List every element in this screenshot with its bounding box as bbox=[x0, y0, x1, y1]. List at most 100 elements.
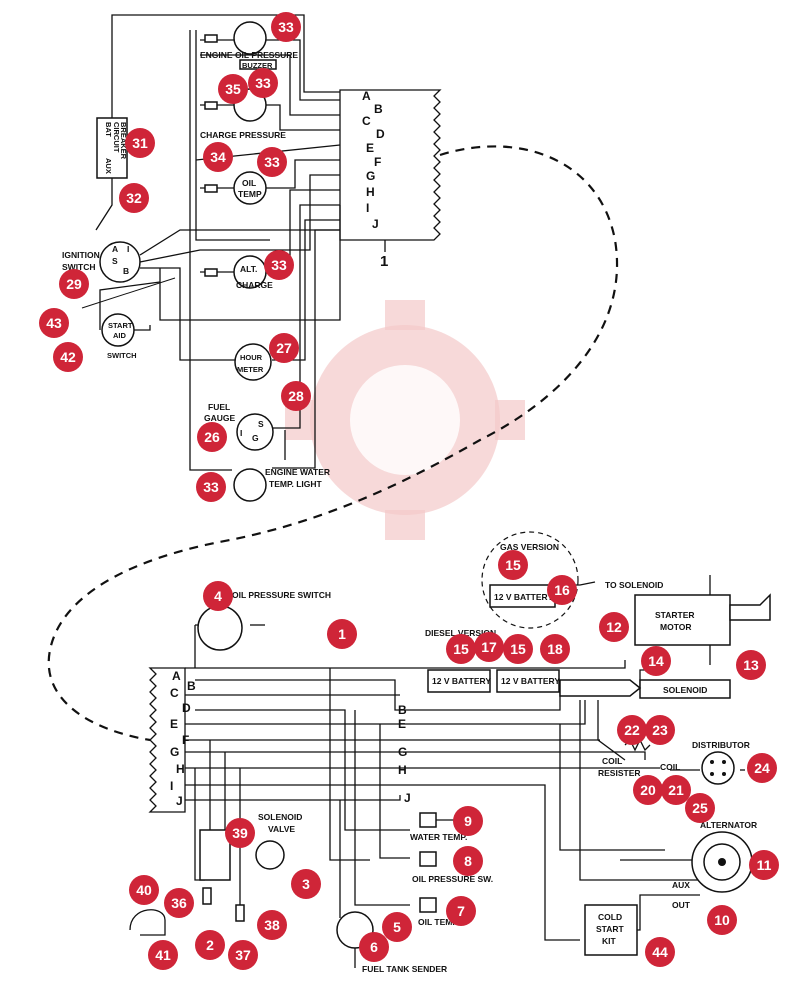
svg-text:4: 4 bbox=[214, 588, 222, 604]
svg-text:12: 12 bbox=[606, 619, 622, 635]
callout-12: 12 bbox=[599, 612, 629, 642]
svg-text:SWITCH: SWITCH bbox=[107, 351, 137, 360]
svg-text:ENGINE OIL PRESSURE: ENGINE OIL PRESSURE bbox=[200, 50, 298, 60]
svg-text:32: 32 bbox=[126, 190, 142, 206]
callout-33: 33 bbox=[248, 68, 278, 98]
callout-10: 10 bbox=[707, 905, 737, 935]
svg-text:33: 33 bbox=[278, 19, 294, 35]
battery-circuit-breaker: BAT CIRCUIT BREAKER AUX bbox=[96, 117, 128, 179]
svg-text:OIL: OIL bbox=[242, 178, 256, 188]
engine-oil-pressure-light: ENGINE OIL PRESSURE BUZZER bbox=[200, 21, 298, 70]
svg-text:BAT: BAT bbox=[104, 122, 113, 137]
terminal-right-j: J bbox=[404, 791, 411, 805]
svg-text:METER: METER bbox=[237, 365, 264, 374]
svg-text:OIL PRESSURE SWITCH: OIL PRESSURE SWITCH bbox=[232, 590, 331, 600]
svg-text:39: 39 bbox=[232, 825, 248, 841]
callout-4: 4 bbox=[203, 581, 233, 611]
callout-42: 42 bbox=[53, 342, 83, 372]
svg-text:START: START bbox=[108, 321, 133, 330]
callout-44: 44 bbox=[645, 937, 675, 967]
callout-41: 41 bbox=[148, 940, 178, 970]
callout-11: 11 bbox=[749, 850, 779, 880]
terminal-right-h: H bbox=[398, 763, 407, 777]
svg-text:12 V BATTERY: 12 V BATTERY bbox=[501, 676, 560, 686]
svg-text:16: 16 bbox=[554, 582, 570, 598]
watermark-logo bbox=[285, 300, 525, 540]
callout-33: 33 bbox=[196, 472, 226, 502]
callout-8: 8 bbox=[453, 846, 483, 876]
svg-text:GAUGE: GAUGE bbox=[204, 413, 236, 423]
terminal-top-a: A bbox=[362, 89, 371, 103]
svg-text:38: 38 bbox=[264, 917, 280, 933]
hour-meter: HOUR METER bbox=[234, 343, 272, 381]
terminal-top-e: E bbox=[366, 141, 374, 155]
svg-text:RESISTER: RESISTER bbox=[598, 768, 641, 778]
water-temp-sender: WATER TEMP. bbox=[410, 812, 467, 842]
callout-15: 15 bbox=[503, 634, 533, 664]
terminal-bottom-j: J bbox=[176, 794, 183, 808]
svg-text:AUX: AUX bbox=[672, 880, 690, 890]
svg-text:29: 29 bbox=[66, 276, 82, 292]
callout-36: 36 bbox=[164, 888, 194, 918]
svg-text:17: 17 bbox=[481, 639, 497, 655]
svg-text:VALVE: VALVE bbox=[268, 824, 295, 834]
terminal-bottom-g: G bbox=[170, 745, 179, 759]
svg-text:AUX: AUX bbox=[104, 158, 113, 174]
svg-text:5: 5 bbox=[393, 919, 401, 935]
callout-43: 43 bbox=[39, 308, 69, 338]
svg-text:18: 18 bbox=[547, 641, 563, 657]
connector-block-top bbox=[339, 89, 442, 252]
callout-33: 33 bbox=[264, 250, 294, 280]
gas-version-battery: GAS VERSION 12 V BATTERY TO SOLENOID bbox=[481, 531, 663, 629]
callout-37: 37 bbox=[228, 940, 258, 970]
svg-text:CHARGE PRESSURE: CHARGE PRESSURE bbox=[200, 130, 286, 140]
svg-text:20: 20 bbox=[640, 782, 656, 798]
svg-text:CHARGE: CHARGE bbox=[236, 280, 273, 290]
callout-20: 20 bbox=[633, 775, 663, 805]
svg-text:6: 6 bbox=[370, 939, 378, 955]
callout-14: 14 bbox=[641, 646, 671, 676]
coil: COIL COIL RESISTER bbox=[598, 738, 680, 778]
svg-text:24: 24 bbox=[754, 760, 770, 776]
svg-text:S: S bbox=[112, 256, 118, 266]
svg-text:12 V BATTERY: 12 V BATTERY bbox=[494, 592, 553, 602]
svg-text:FUEL: FUEL bbox=[208, 402, 230, 412]
svg-text:12 V BATTERY: 12 V BATTERY bbox=[432, 676, 491, 686]
callout-32: 32 bbox=[119, 183, 149, 213]
svg-text:B: B bbox=[123, 266, 129, 276]
alternator: ALTERNATOR AUX OUT bbox=[672, 820, 757, 910]
svg-text:37: 37 bbox=[235, 947, 251, 963]
svg-text:31: 31 bbox=[132, 135, 148, 151]
svg-text:BUZZER: BUZZER bbox=[242, 61, 273, 70]
svg-text:14: 14 bbox=[648, 653, 664, 669]
svg-text:A: A bbox=[112, 244, 118, 254]
svg-text:ALTERNATOR: ALTERNATOR bbox=[700, 820, 757, 830]
svg-text:AID: AID bbox=[113, 331, 127, 340]
starter-motor: STARTER MOTOR bbox=[634, 593, 771, 646]
svg-text:SOLENOID: SOLENOID bbox=[663, 685, 707, 695]
svg-text:ENGINE WATER: ENGINE WATER bbox=[265, 467, 330, 477]
callout-9: 9 bbox=[453, 806, 483, 836]
svg-text:25: 25 bbox=[692, 800, 708, 816]
terminal-bottom-h: H bbox=[176, 762, 185, 776]
ignition-switch: IGNITION SWITCH A S B I bbox=[62, 241, 141, 283]
svg-text:I: I bbox=[240, 428, 242, 438]
callout-23: 23 bbox=[645, 715, 675, 745]
svg-text:43: 43 bbox=[46, 315, 62, 331]
svg-text:OUT: OUT bbox=[672, 900, 691, 910]
svg-text:15: 15 bbox=[510, 641, 526, 657]
callout-17: 17 bbox=[474, 632, 504, 662]
callout-33: 33 bbox=[271, 12, 301, 42]
svg-text:35: 35 bbox=[225, 81, 241, 97]
svg-text:IGNITION: IGNITION bbox=[62, 250, 100, 260]
terminal-bottom-a: A bbox=[172, 669, 181, 683]
svg-text:27: 27 bbox=[276, 340, 292, 356]
svg-text:G: G bbox=[252, 433, 259, 443]
svg-text:STARTER: STARTER bbox=[655, 610, 695, 620]
svg-text:33: 33 bbox=[271, 257, 287, 273]
start-aid-switch: START AID SWITCH bbox=[101, 313, 137, 360]
callout-15: 15 bbox=[446, 634, 476, 664]
svg-text:33: 33 bbox=[255, 75, 271, 91]
